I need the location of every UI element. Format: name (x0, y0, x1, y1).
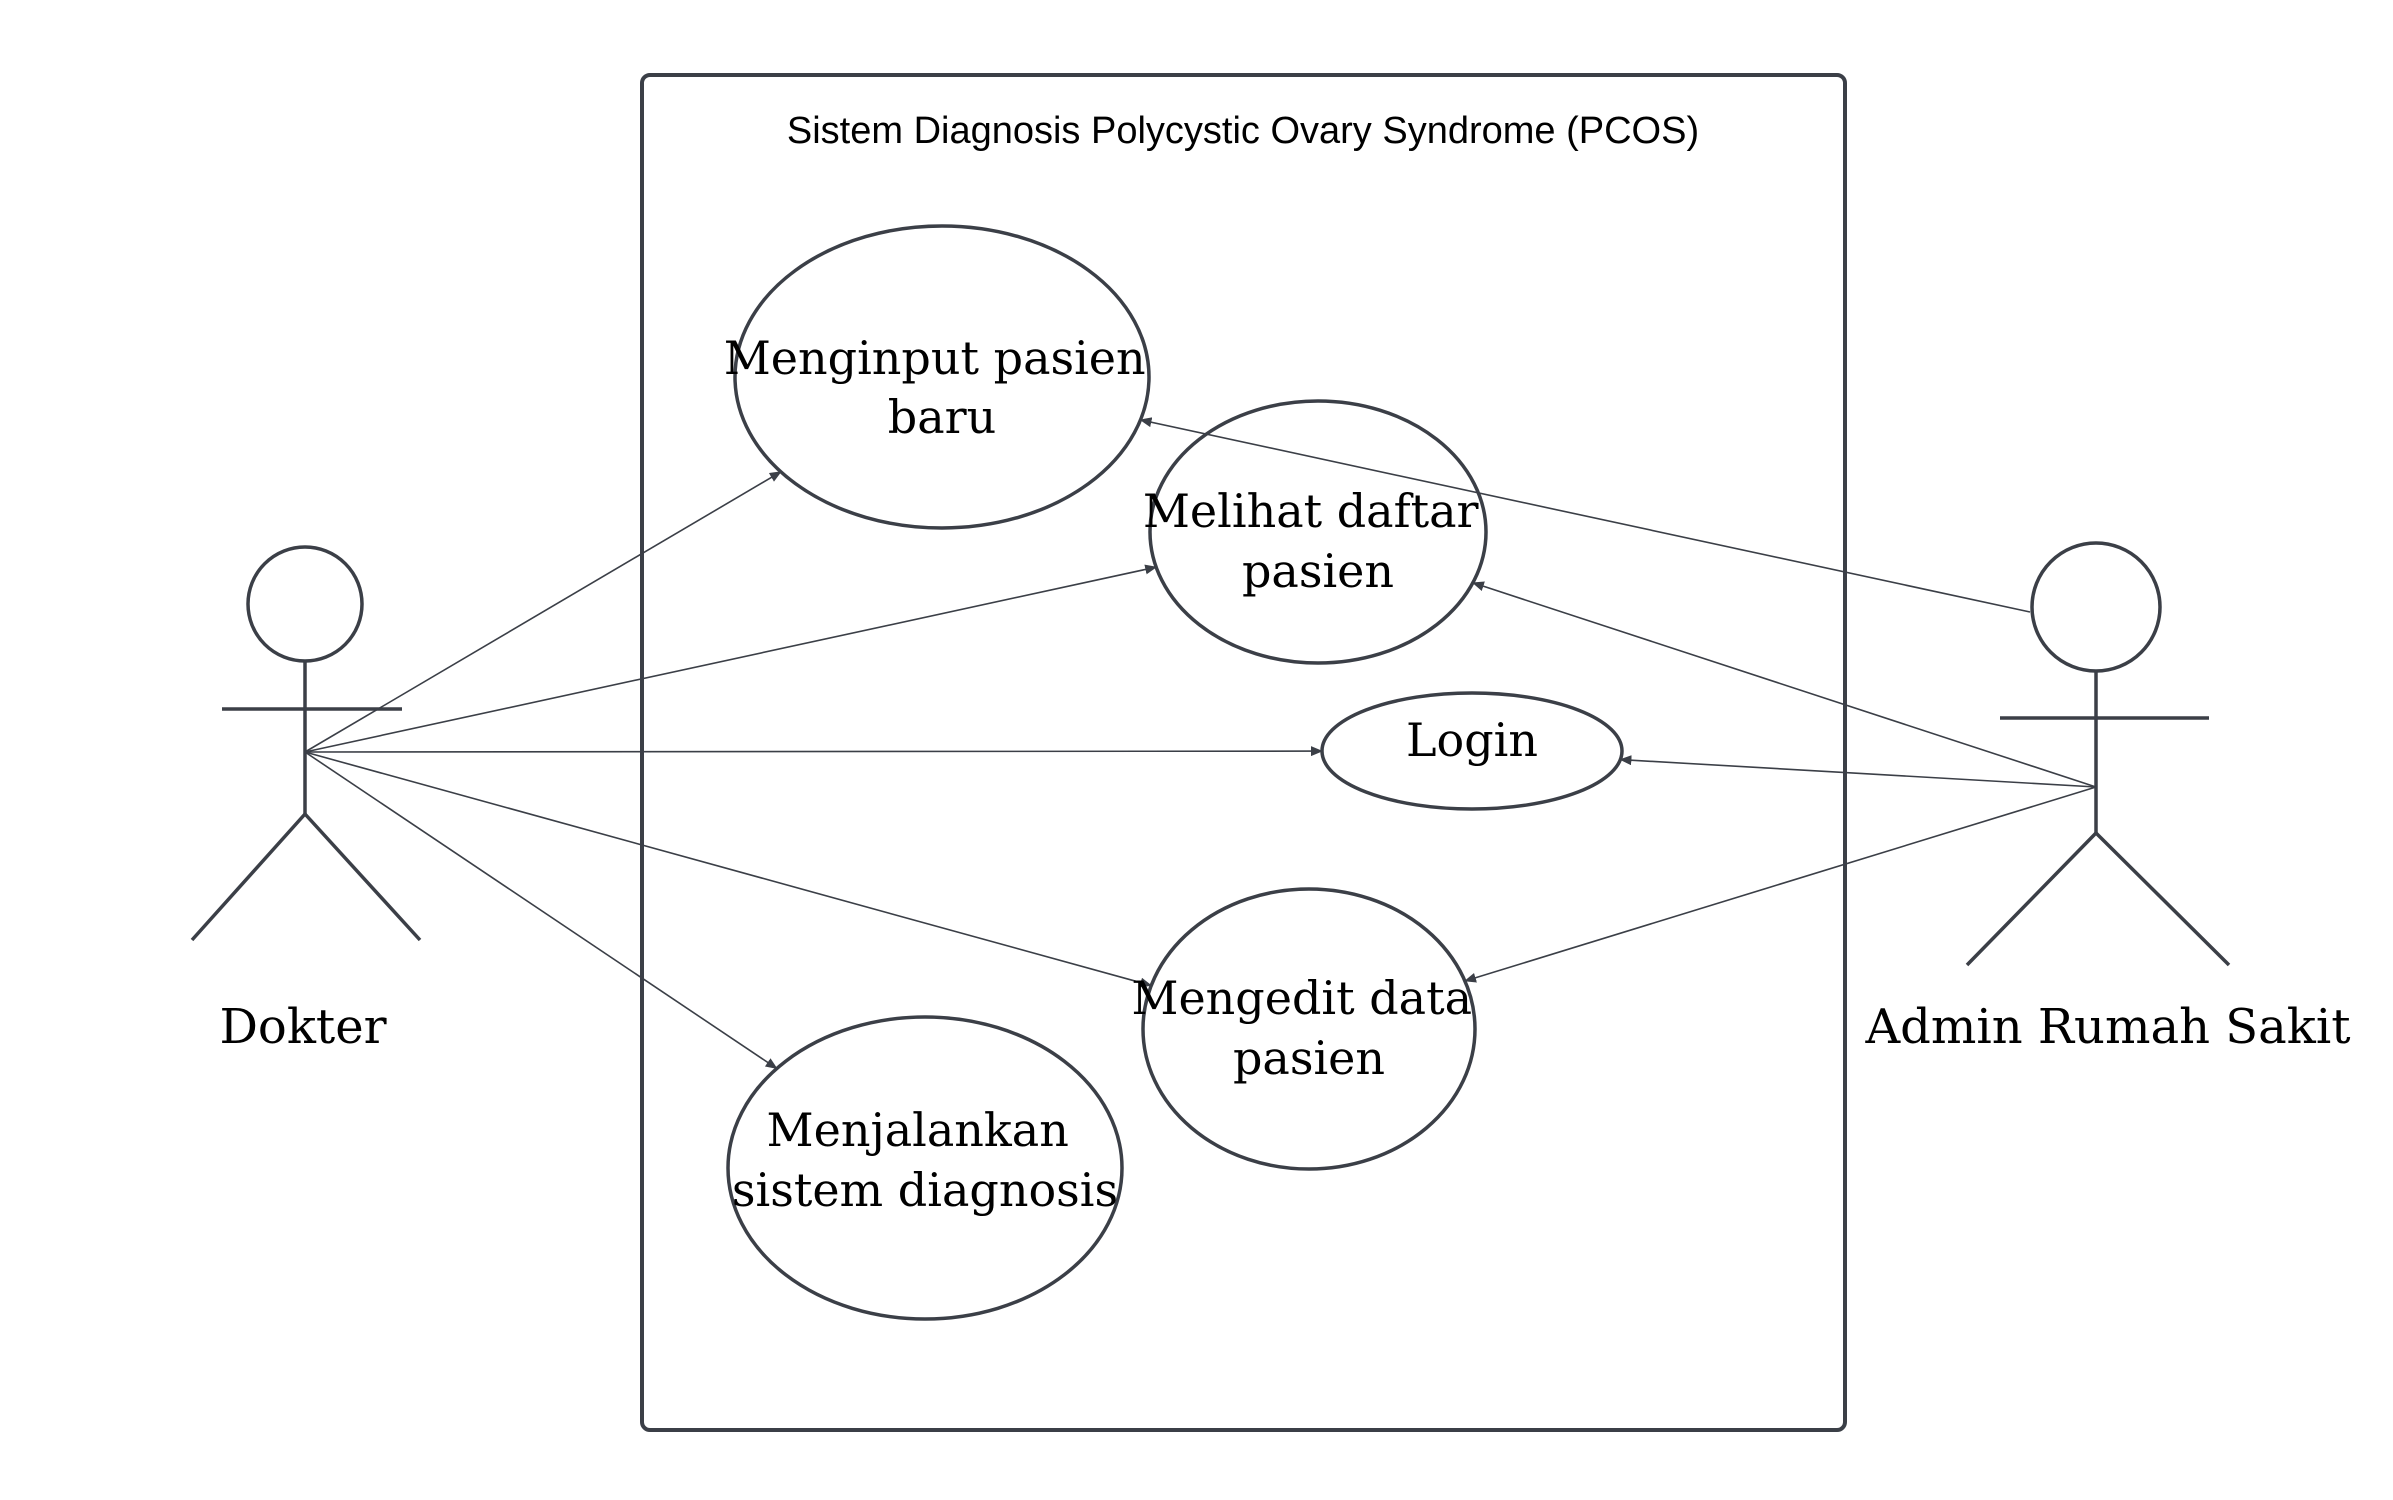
association-arrow-admin-lihat (1471, 581, 2097, 788)
use-case-menginput-pasien-baru[interactable]: Menginput pasien baru (724, 224, 1161, 530)
use-case-label: Menginput pasien baru (724, 331, 1161, 444)
use-case-login[interactable]: Login (1320, 691, 1624, 811)
use-case-melihat-daftar-pasien[interactable]: Melihat daftar pasien (1143, 399, 1493, 665)
use-case-mengedit-data-pasien[interactable]: Mengedit data pasien (1131, 887, 1486, 1171)
use-case-label-line: Menginput pasien (724, 331, 1146, 385)
use-case-label: Melihat daftar pasien (1143, 484, 1493, 598)
use-case-label-line: baru (888, 390, 997, 444)
use-case-label: Mengedit data pasien (1131, 971, 1486, 1085)
association-arrow-dokter-input (304, 471, 782, 753)
actor-dokter[interactable]: Dokter (190, 545, 422, 1055)
association-arrow-dokter-edit (304, 751, 1153, 988)
association-arrow-admin-input (1139, 417, 2031, 613)
actor-head (2030, 541, 2162, 673)
association-arrow-admin-edit (1464, 786, 2097, 983)
use-case-label-line: Mengedit data (1131, 971, 1472, 1025)
use-case-label-line: pasien (1233, 1031, 1385, 1085)
use-case-label-line: sistem diagnosis (732, 1163, 1118, 1217)
use-case-ellipse (1148, 399, 1488, 665)
association-arrow-dokter-diagnosis (304, 751, 778, 1070)
use-case-label-line: Melihat daftar (1143, 484, 1479, 538)
use-case-ellipse (726, 1015, 1124, 1321)
actor-left-leg (1965, 831, 2098, 967)
association-lines (304, 417, 2097, 1070)
use-case-label: Login (1406, 713, 1538, 767)
use-case-label-line: Login (1406, 713, 1538, 767)
actor-head (246, 545, 364, 663)
use-case-label: Menjalankan sistem diagnosis (732, 1103, 1118, 1217)
association-arrow-admin-login (1619, 755, 2097, 788)
use-case-label-line: Menjalankan (767, 1103, 1069, 1157)
association-arrow-dokter-lihat (304, 564, 1158, 753)
use-case-label-line: pasien (1242, 544, 1394, 598)
actor-left-leg (190, 812, 307, 942)
use-case-menjalankan-sistem-diagnosis[interactable]: Menjalankan sistem diagnosis (726, 1015, 1124, 1321)
association-arrow-dokter-login (304, 746, 1323, 757)
system-boundary (640, 73, 1847, 1432)
actor-admin-rumah-sakit[interactable]: Admin Rumah Sakit (1864, 541, 2351, 1055)
actor-name: Admin Rumah Sakit (1864, 999, 2350, 1055)
actor-right-leg (303, 812, 422, 942)
use-case-ellipse (733, 224, 1151, 530)
actor-right-leg (2094, 831, 2231, 967)
use-case-ellipse (1141, 887, 1477, 1171)
system-title: Sistem Diagnosis Polycystic Ovary Syndro… (787, 110, 1699, 152)
actor-name: Dokter (219, 999, 386, 1055)
use-case-ellipse (1320, 691, 1624, 811)
